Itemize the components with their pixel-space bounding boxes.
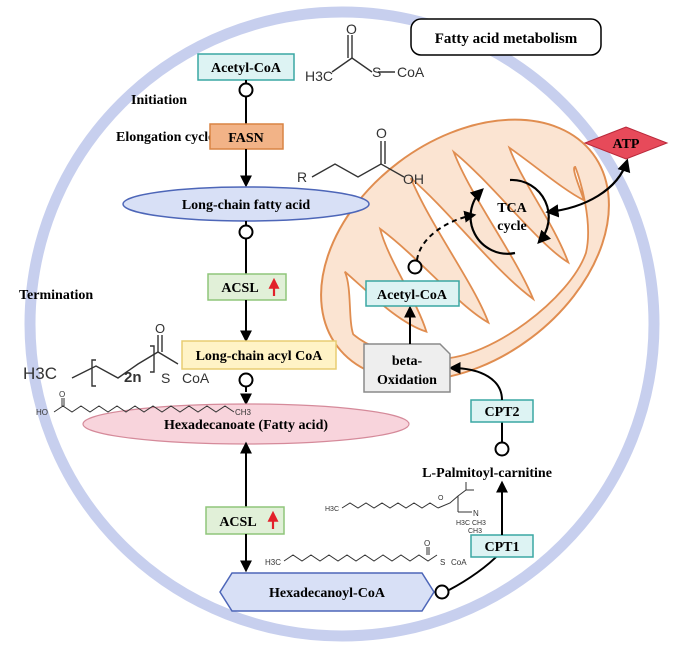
substrate-marker-6 — [407, 259, 423, 275]
long-chain-acyl-coa-box — [181, 340, 337, 370]
palmitoyl-carnitine-structure-ch3: CH3 — [468, 528, 482, 535]
cell-membrane — [24, 6, 660, 642]
acetyl-coa-structure-o: O — [346, 21, 357, 37]
l-palmitoyl-carnitine-label: L-Palmitoyl-carnitine — [422, 466, 552, 481]
acetyl-coa-structure-coa: CoA — [397, 64, 425, 80]
tca-label-line1: TCA — [497, 201, 527, 216]
palmitoyl-carnitine-structure-n: N — [473, 509, 479, 518]
mitochondrion — [320, 118, 610, 382]
acsl-label-2: ACSL — [219, 515, 256, 530]
substrate-marker-4 — [434, 584, 450, 600]
stage-termination: Termination — [19, 288, 93, 303]
acyl-coa-structure — [71, 335, 179, 387]
title-box — [410, 18, 602, 56]
arrow-cpt2-beta-oxidation — [448, 362, 503, 401]
substrate-marker-1 — [238, 82, 254, 98]
fatty-acid-structure-o: O — [376, 125, 387, 141]
acyl-coa-structure-n: 2n — [124, 369, 142, 386]
acetyl-coa-top-label: Acetyl-CoA — [211, 61, 282, 76]
atp-diamond — [583, 126, 669, 160]
cpt2-label: CPT2 — [485, 405, 520, 420]
acetyl-coa-structure-s: S — [372, 64, 381, 80]
hexadecanoyl-coa-structure-s: S — [440, 558, 445, 567]
palmitoyl-carnitine-structure-nme: H3C CH3 — [456, 520, 486, 527]
hexadecanoate-structure-ho: HO — [36, 408, 48, 417]
fatty-acid-structure-r: R — [297, 169, 307, 185]
acyl-coa-structure-coa: CoA — [182, 370, 210, 386]
acyl-coa-structure-h3c: H3C — [23, 364, 57, 383]
hexadecanoate-structure-o: O — [59, 390, 65, 399]
beta-oxidation-label-line1: beta- — [392, 354, 423, 369]
tca-label-line2: cycle — [497, 219, 527, 234]
arrow-tca-atp — [545, 158, 631, 218]
acetyl-coa-mito-label: Acetyl-CoA — [377, 288, 448, 303]
hexadecanoyl-coa-structure-h3c: H3C — [265, 558, 281, 567]
hexadecanoyl-coa-structure-coa: CoA — [451, 558, 467, 567]
stage-elongation: Elongation cycle — [116, 130, 214, 145]
substrate-marker-2 — [238, 224, 254, 240]
fasn-box — [209, 123, 284, 150]
acetyl-coa-structure-h3c: H3C — [305, 68, 333, 84]
hexadecanoyl-coa-hexagon — [219, 572, 435, 612]
acyl-coa-structure-s: S — [161, 370, 170, 386]
stage-initiation: Initiation — [131, 93, 187, 108]
palmitoyl-carnitine-structure-h3c: H3C — [325, 506, 339, 513]
palmitoyl-carnitine-structure-o: O — [438, 495, 444, 502]
substrate-marker-5 — [494, 441, 510, 457]
acsl-label-1: ACSL — [221, 281, 258, 296]
acetyl-coa-mito-box — [365, 280, 460, 307]
beta-oxidation-label-line2: Oxidation — [377, 373, 437, 388]
fatty-acid-structure-oh: OH — [403, 171, 424, 187]
cpt1-label: CPT1 — [485, 540, 520, 555]
long-chain-acyl-coa-label: Long-chain acyl CoA — [196, 349, 324, 364]
acyl-coa-structure-o: O — [155, 321, 165, 336]
beta-oxidation-box — [363, 343, 451, 393]
atp-label: ATP — [613, 137, 640, 152]
hexadecanoyl-coa-structure-o: O — [424, 539, 430, 548]
hexadecanoate-structure — [53, 398, 235, 413]
fasn-label: FASN — [228, 131, 264, 146]
hexadecanoate-structure-ch3: CH3 — [235, 408, 252, 417]
long-chain-fatty-acid-label: Long-chain fatty acid — [182, 198, 311, 213]
acetyl-coa-structure — [331, 35, 395, 73]
acetyl-coa-top-box — [197, 53, 295, 81]
hexadecanoyl-coa-structure — [283, 547, 438, 562]
diagram-title: Fatty acid metabolism — [435, 31, 578, 47]
palmitoyl-carnitine-structure — [341, 482, 474, 513]
tca-cycle-arc-right — [509, 178, 552, 244]
fatty-acid-structure — [311, 141, 405, 178]
substrate-marker-3 — [238, 372, 254, 388]
tca-cycle-arc-left — [469, 188, 516, 255]
hexadecanoyl-coa-label: Hexadecanoyl-CoA — [269, 586, 386, 601]
hexadecanoate-label: Hexadecanoate (Fatty acid) — [164, 418, 328, 433]
